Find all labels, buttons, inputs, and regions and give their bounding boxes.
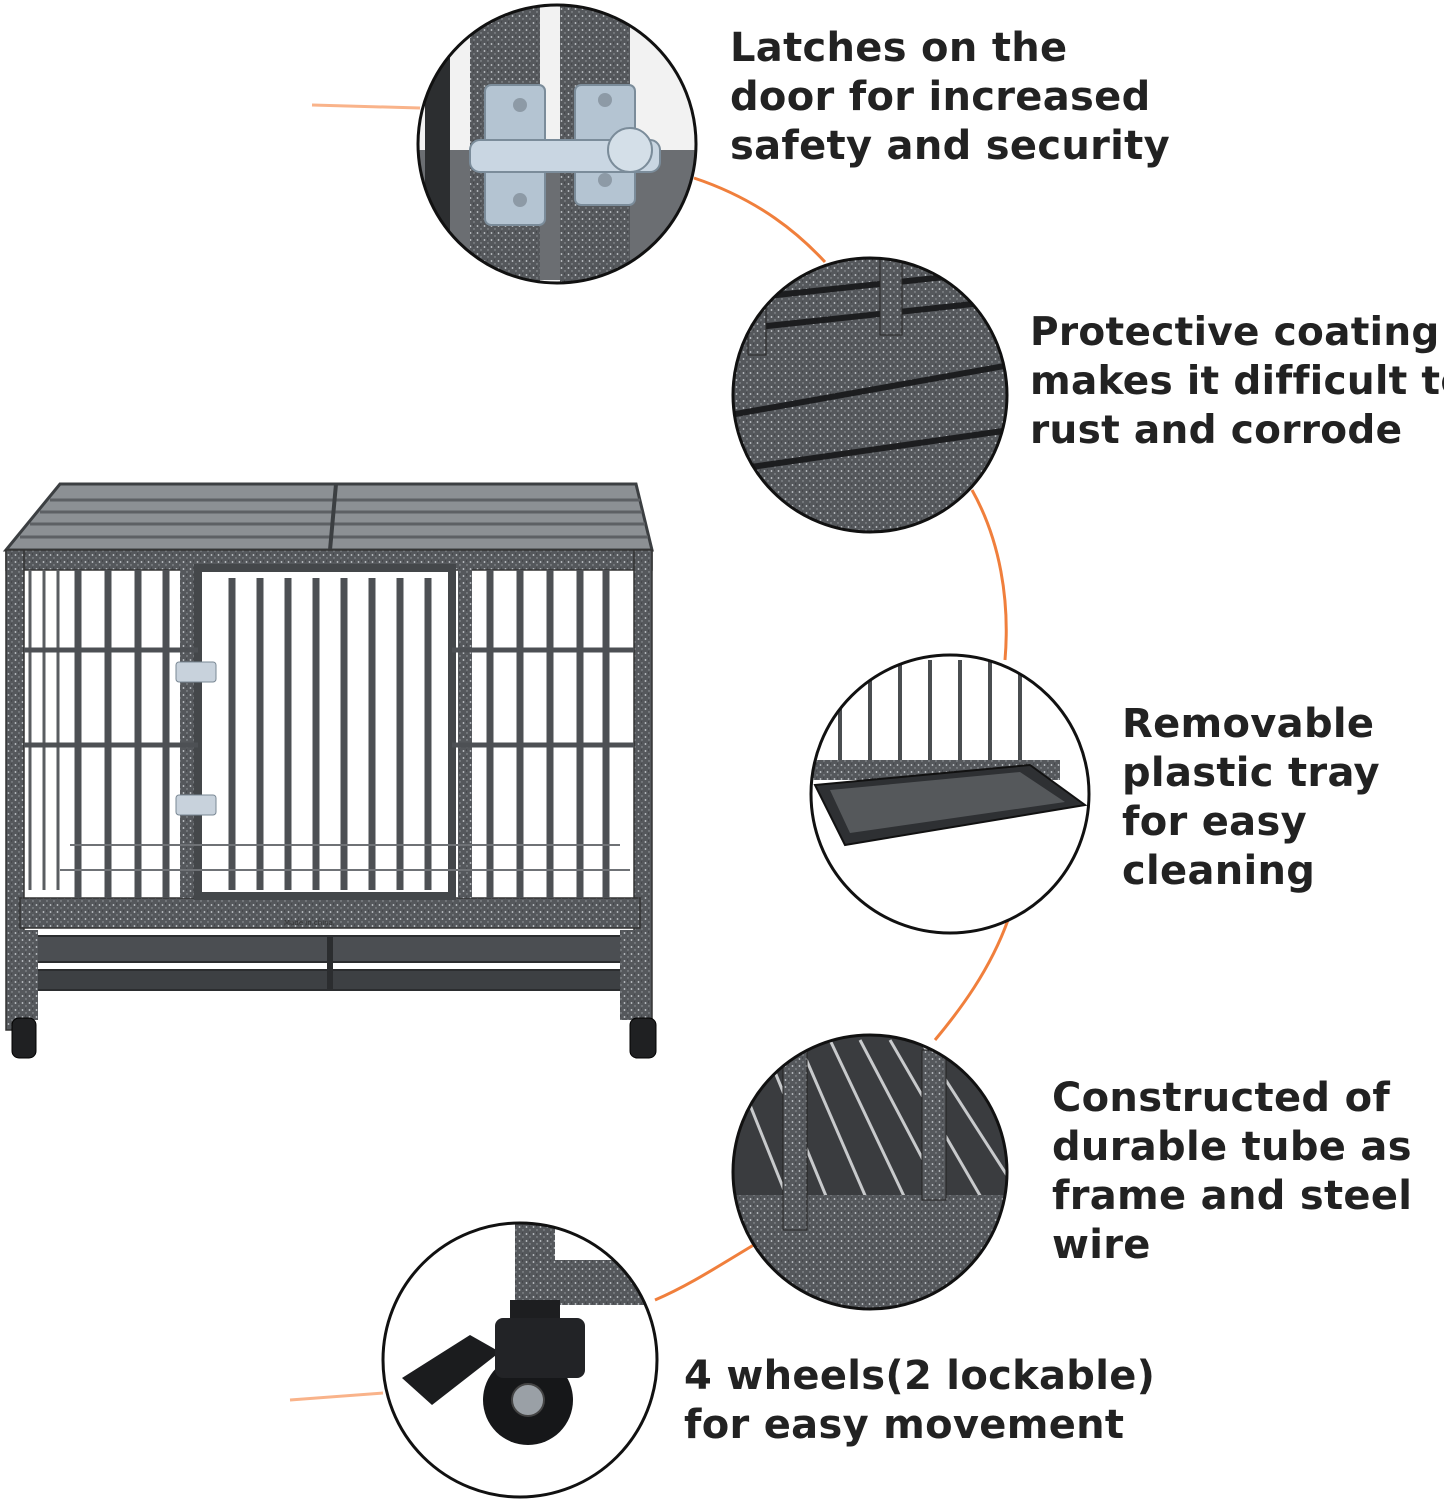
cage-bars [74,570,610,898]
feature-line: cleaning [1122,848,1316,894]
feature-line: 4 wheels(2 lockable) [684,1353,1156,1399]
feature-line: durable tube as [1052,1124,1412,1170]
feature-line: Removable [1122,701,1375,747]
connector-curve [289,103,1010,1402]
feature-line: door for increased [730,74,1151,120]
door-latch-closeup [416,3,698,285]
cage-wheels [11,1017,657,1059]
tray-closeup [809,653,1091,935]
made-in-china-label: Made in china [284,919,333,927]
dog-cage-image [2,482,657,1059]
feature-line: rust and corrode [1030,408,1403,453]
caster-wheel-closeup [381,1221,659,1499]
coating-closeup [731,256,1009,534]
feature-text-tray: Removable plastic tray for easy cleaning [1122,700,1380,896]
feature-text-construction: Constructed of durable tube as frame and… [1052,1074,1412,1270]
feature-line: Protective coating [1030,310,1440,355]
feature-line: wire [1052,1222,1151,1268]
feature-line: safety and security [730,123,1170,169]
feature-line: frame and steel [1052,1173,1413,1219]
door-latch-small [175,661,217,816]
feature-line: plastic tray [1122,750,1380,796]
feature-text-latches: Latches on the door for increased safety… [730,24,1170,171]
feature-line: makes it difficult to [1030,359,1444,404]
feature-line: for easy movement [684,1402,1125,1448]
feature-text-coating: Protective coating makes it difficult to… [1030,308,1444,455]
feature-line: Latches on the [730,25,1068,71]
feature-line: for easy [1122,799,1307,845]
steel-wire-closeup [731,1033,1009,1311]
feature-line: Constructed of [1052,1075,1391,1121]
feature-text-wheels: 4 wheels(2 lockable) for easy movement [684,1352,1155,1450]
